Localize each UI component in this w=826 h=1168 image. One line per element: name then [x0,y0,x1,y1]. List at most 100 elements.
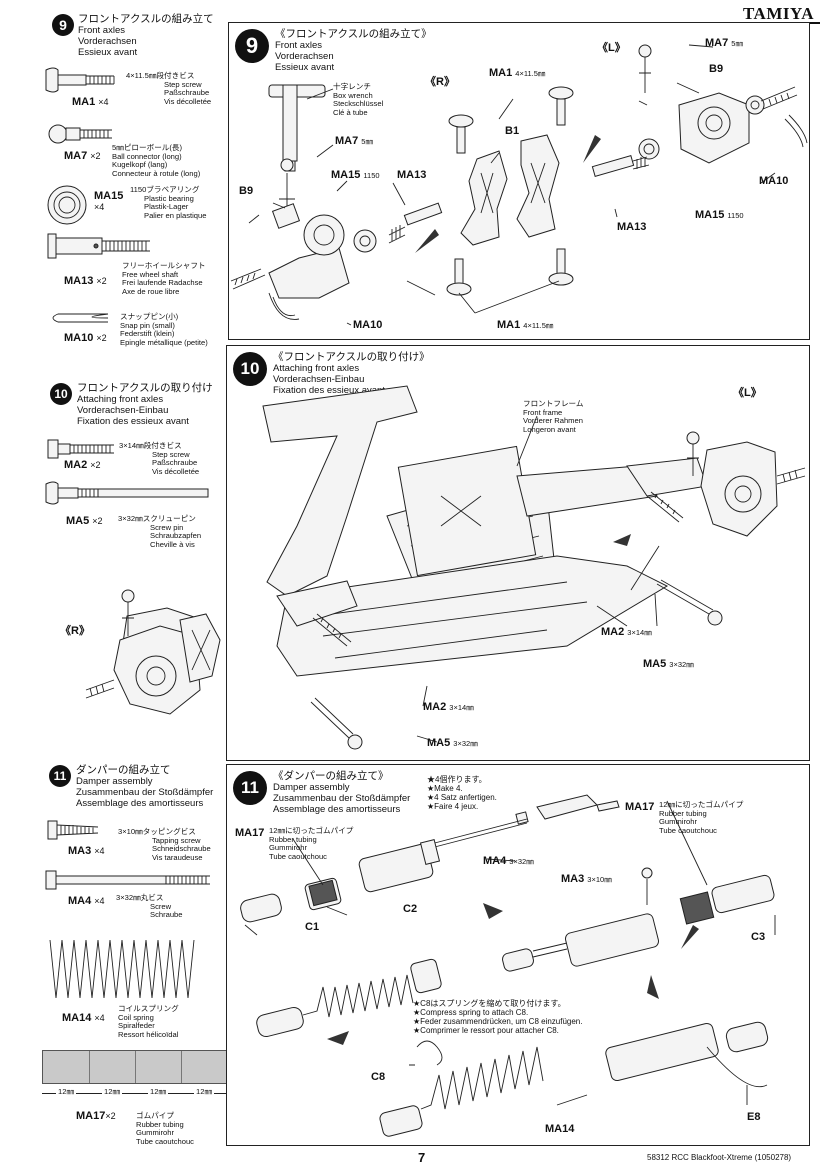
p11-ma17-right-jp: 12㎜に切ったゴムパイプ [659,800,744,809]
ma10-desc: スナップピン(小) Snap pin (small) Federstift (k… [120,312,208,347]
left-upright-assembly [591,44,808,177]
panel-10-title-en: Attaching front axles [273,363,360,374]
ma3-tapping-screw-illustration [47,820,99,840]
ma15-code: MA15 [94,190,124,202]
make-4-jp: ★4個作ります。 [427,775,487,784]
front-frame-fr: Longeron avant [523,424,576,434]
p9-ma1-top: MA1 4×11.5㎜ [489,67,545,79]
front-frame [262,385,669,677]
ma10-jp: スナップピン(小) [120,312,179,321]
ma17-jp: ゴムパイプ [136,1111,174,1120]
ma10-en: Snap pin (small) [120,320,175,330]
box-wrench-de: Steckschlüssel [333,99,384,109]
step-11-badge: 11 [49,765,71,787]
ma4-desc: 3×32㎜丸ビス Screw Schraube [116,893,183,920]
panel-9-title-fr: Essieux avant [275,62,335,73]
panel-9-badge: 9 [235,29,269,63]
p11-ma17-left-code: MA17 [235,827,265,839]
panel-10-title: 《フロントアクスルの取り付け》 Attaching front axles Vo… [273,352,430,397]
ma7-code: MA7 [64,150,88,162]
p11-ma4-size: 3×32㎜ [509,857,534,866]
screwdriver-tool [536,794,620,820]
ma10-fr: Epingle métallique (petite) [120,337,208,347]
ma5-code: MA5 [66,515,90,527]
ma14-qty: ×4 [94,1013,105,1023]
ma14-code: MA14 [62,1012,92,1024]
ma2-qty: ×2 [90,460,101,470]
p11-ma17-left-en: Rubber tubing [269,834,317,844]
ma14-coil-spring-illustration [49,939,195,999]
damper-assembled-right [502,867,775,972]
box-wrench-jp: 十字レンチ [333,82,371,91]
ma7-desc: 5㎜ピローボール(長) Ball connector (long) Kugelk… [112,143,201,178]
r-side-upright-drawing [85,589,221,715]
ma1-en: Step screw [164,79,202,89]
ma13-desc: フリーホイールシャフト Free wheel shaft Frei laufen… [122,261,206,296]
p10-ma2-right-code: MA2 [601,626,625,638]
box-wrench-fr: Clé à tube [333,107,368,117]
ma14-de: Spiralfeder [118,1021,155,1031]
ma14-label: MA14 ×4 [62,1012,105,1024]
ma4-label: MA4 ×4 [68,895,105,907]
p9-ma1-top-code: MA1 [489,67,513,79]
make-4-fr: ★Faire 4 jeux. [427,802,479,811]
step-9-panel: 9 《フロントアクスルの組み立て》 Front axles Vorderachs… [228,22,810,340]
p11-ma17-right-code: MA17 [625,801,655,813]
p11-ma3: MA3 3×10㎜ [561,873,612,885]
step-10-title: フロントアクスルの取り付け Attaching front axles Vord… [77,383,213,428]
ma7-fr: Connecteur à rotule (long) [112,168,201,178]
step-9-title-fr: Essieux avant [78,47,138,58]
panel-11-assembly-drawing [240,794,776,1137]
make-4-de: ★4 Satz anfertigen. [427,793,497,802]
step-9-badge: 9 [52,14,74,36]
ma4-long-screw [426,811,529,850]
ma14-fr: Ressort hélicoïdal [118,1029,179,1039]
step-11-title-de: Zusammenbau der Stoßdämpfer [76,787,214,798]
tubing-seg-3: 12㎜ [148,1087,169,1097]
ma5-fr: Cheville à vis [150,539,195,549]
p11-ma17-left-desc: 12㎜に切ったゴムパイプ Rubber tubing Gummirohr Tub… [269,826,353,861]
step-11-title: ダンパーの組み立て Damper assembly Zusammenbau de… [76,765,214,810]
ma7-jp: 5㎜ピローボール(長) [112,143,183,152]
p11-ma17-left: MA17 [235,827,264,839]
step-11-panel: 11 《ダンパーの組み立て》 Damper assembly Zusammenb… [226,764,810,1146]
p10-front-frame-label: フロントフレーム Front frame Vorderer Rahmen Lon… [523,399,584,434]
p9-ma1-bottom-size: 4×11.5㎜ [523,321,554,330]
ma10-code: MA10 [64,332,94,344]
p9-ma15-left-size: 1150 [363,171,380,180]
brand-logo: TAMIYA [742,4,814,23]
panel-9-title-en: Front axles [275,40,322,51]
panel-10-title-fr: Fixation des essieux avant [273,385,385,396]
ma1-screw-illustration [45,67,115,93]
tubing-seg-2: 12㎜ [102,1087,123,1097]
p11-ma17-right-en: Rubber tubing [659,808,707,818]
step-10-badge: 10 [50,383,72,405]
p9-side-r: 《R》 [425,76,455,88]
p10-ma5-right-code: MA5 [643,658,667,670]
p9-ma7-left-size: 5㎜ [361,137,373,146]
panel-10-badge: 10 [233,352,267,386]
ma13-fr: Axe de roue libre [122,286,180,296]
p11-c2: C2 [403,903,418,915]
step-9-title-jp: フロントアクスルの組み立て [78,13,214,25]
p9-ma7-right-code: MA7 [705,37,729,49]
p10-side-l: 《L》 [733,387,762,399]
p9-ma13-right: MA13 [617,221,647,233]
ma3-fr: Vis taraudeuse [152,852,203,862]
p9-ma13-left: MA13 [397,169,427,181]
step-9-title: フロントアクスルの組み立て Front axles Vorderachsen E… [78,13,214,59]
p9-ma10-left: MA10 [353,319,383,331]
p10-ma2-right: MA2 3×14㎜ [601,626,652,638]
panel-11-title: 《ダンパーの組み立て》 Damper assembly Zusammenbau … [273,771,411,816]
p9-side-l: 《L》 [597,42,626,54]
ma15-desc: 1150ブラベアリング Plastic bearing Plastik-Lage… [130,185,206,220]
damper-exploded-top [240,839,441,923]
p11-ma3-size: 3×10㎜ [587,875,612,884]
p9-box-wrench-label: 十字レンチ Box wrench Steckschlüssel Clé à tu… [333,82,384,117]
step-9-title-en: Front axles [78,25,125,36]
panel-9-title-de: Vorderachsen [275,51,334,62]
panel-11-title-de: Zusammenbau der Stoßdämpfer [273,793,411,804]
ma14-jp: コイルスプリング [118,1004,179,1013]
ma17-tubing-guide [42,1050,228,1084]
ma1-fr: Vis décolletée [164,96,212,106]
